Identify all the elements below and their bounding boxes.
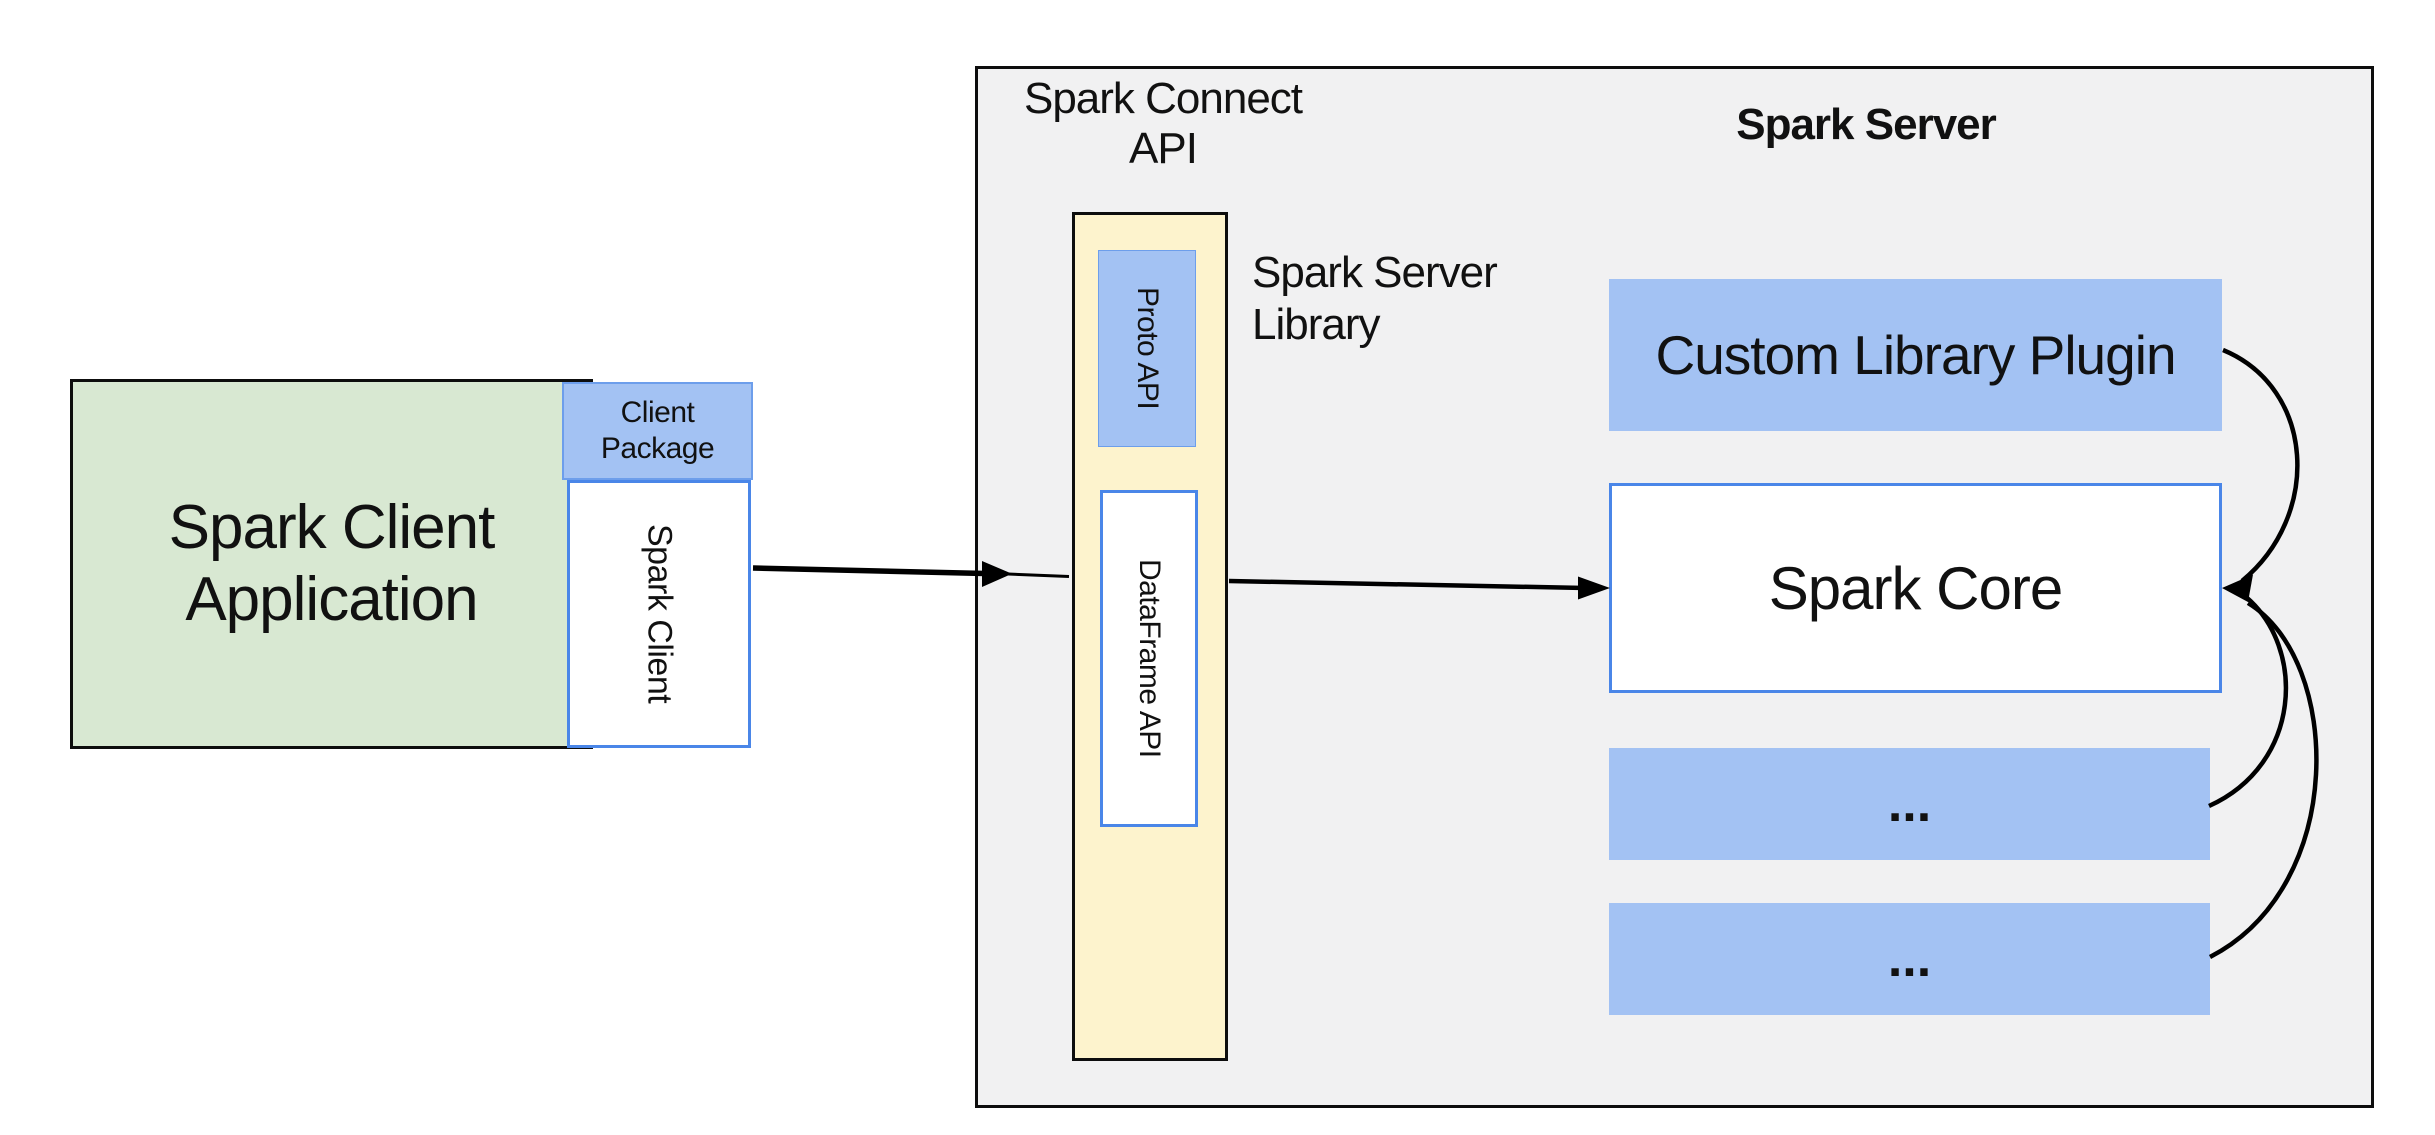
client-to-connect-line xyxy=(752,565,986,577)
plugin-placeholder-label-2: ... xyxy=(1887,930,1932,988)
spark-core-label: Spark Core xyxy=(1768,554,2063,622)
spark-client-application-box: Spark Client Application xyxy=(70,379,593,749)
plugin-placeholder-label-1: ... xyxy=(1887,775,1932,833)
spark-connect-api-label: Spark Connect API xyxy=(1023,74,1303,173)
dataframe-api-label: DataFrame API xyxy=(1133,559,1166,758)
spark-client-label: Spark Client xyxy=(640,524,679,704)
plugin-placeholder-box-1: ... xyxy=(1609,748,2210,860)
custom-library-plugin-box: Custom Library Plugin xyxy=(1609,279,2222,431)
spark-core-box: Spark Core xyxy=(1609,483,2222,693)
dataframe-api-box: DataFrame API xyxy=(1100,490,1198,827)
client-package-label: Client Package xyxy=(600,396,715,465)
spark-client-application-label: Spark Client Application xyxy=(168,493,496,634)
spark-server-title: Spark Server xyxy=(1736,100,1997,149)
proto-api-box: Proto API xyxy=(1098,250,1196,447)
spark-client-box: Spark Client xyxy=(567,480,751,748)
plugin-placeholder-box-2: ... xyxy=(1609,903,2210,1015)
client-package-box: Client Package xyxy=(562,382,753,480)
proto-api-label: Proto API xyxy=(1131,287,1164,410)
custom-library-plugin-label: Custom Library Plugin xyxy=(1655,324,2176,386)
spark-server-library-label: Spark Server Library xyxy=(1252,248,1498,349)
